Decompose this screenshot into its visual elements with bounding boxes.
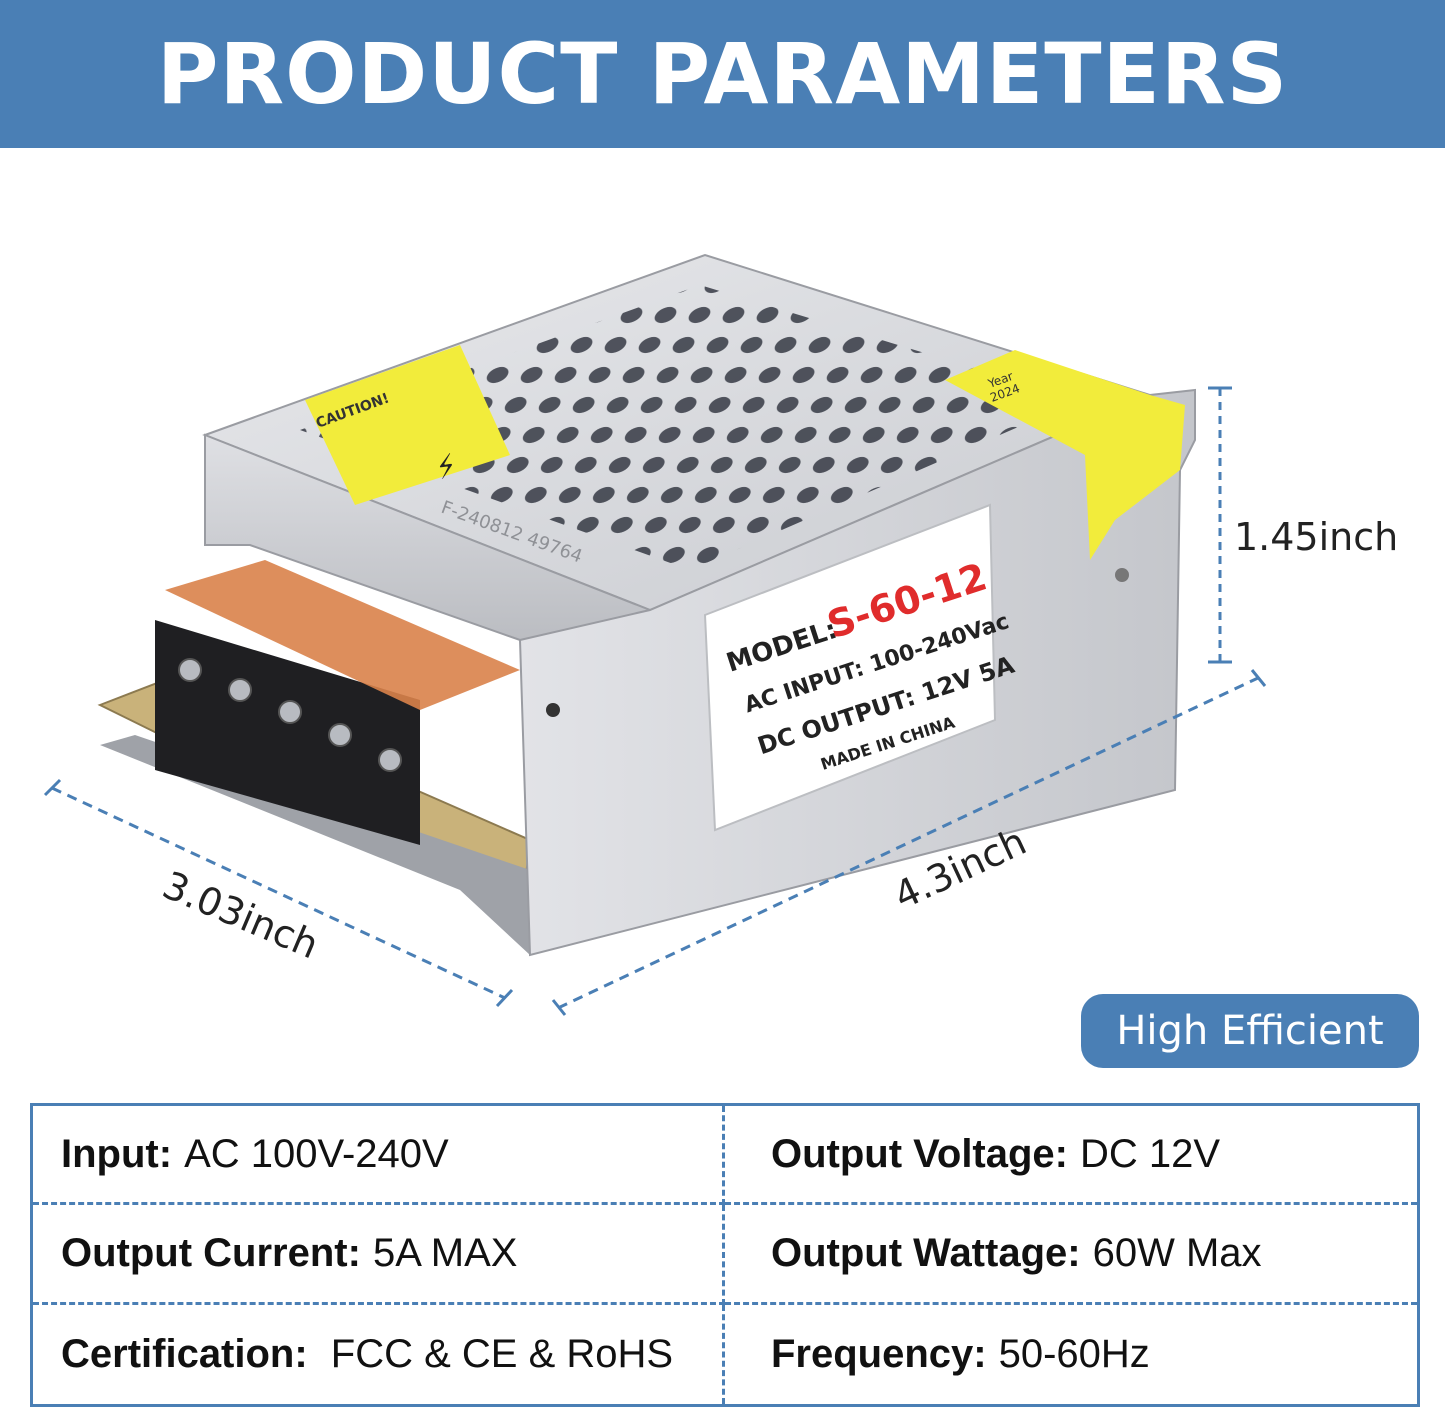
- spec-input: Input: AC 100V-240V: [33, 1106, 725, 1206]
- spec-value: AC 100V-240V: [184, 1131, 449, 1176]
- spec-value: DC 12V: [1080, 1131, 1221, 1176]
- nameplate: [703, 503, 997, 832]
- spec-label: Output Wattage:: [771, 1230, 1081, 1275]
- terminal-block: [155, 620, 420, 845]
- high-efficient-badge: High Efficient: [1081, 994, 1419, 1068]
- product-illustration: CAUTION! ⚡ F-240812 49764 Year 2024 MODE…: [43, 253, 1398, 1016]
- spec-label: Frequency:: [771, 1331, 987, 1376]
- height-dimension-label: 1.45inch: [1234, 515, 1398, 559]
- spec-label: Output Current:: [61, 1230, 361, 1275]
- mounting-hole: [1115, 568, 1129, 582]
- spec-output-voltage: Output Voltage: DC 12V: [725, 1106, 1417, 1206]
- spec-value: 5A MAX: [372, 1230, 518, 1275]
- spec-value: 50-60Hz: [998, 1331, 1150, 1376]
- bottom-plate: [100, 735, 530, 955]
- spec-value: FCC & CE & RoHS: [330, 1331, 674, 1376]
- spec-output-current: Output Current: 5A MAX: [33, 1205, 725, 1305]
- page-title: PRODUCT PARAMETERS: [156, 25, 1289, 123]
- spec-table: Input: AC 100V-240V Output Voltage: DC 1…: [30, 1103, 1420, 1407]
- mounting-hole: [546, 703, 560, 717]
- spec-label: Input:: [61, 1131, 173, 1176]
- header-banner: PRODUCT PARAMETERS: [0, 0, 1445, 148]
- spec-label: Output Voltage:: [771, 1131, 1068, 1176]
- dimension-lines: [43, 386, 1267, 1016]
- date-label: [945, 350, 1185, 560]
- spec-label: Certification:: [61, 1331, 319, 1376]
- width-dimension-label: 3.03inch: [156, 863, 324, 968]
- spec-frequency: Frequency: 50-60Hz: [725, 1305, 1417, 1404]
- spec-value: 60W Max: [1092, 1230, 1262, 1275]
- vent-holes: [300, 285, 1080, 570]
- spec-certification: Certification: FCC & CE & RoHS: [33, 1304, 725, 1404]
- caution-label: [305, 345, 510, 505]
- terminal-cover: [165, 560, 520, 710]
- spec-output-wattage: Output Wattage: 60W Max: [725, 1205, 1417, 1305]
- terminal-screws: [178, 658, 402, 772]
